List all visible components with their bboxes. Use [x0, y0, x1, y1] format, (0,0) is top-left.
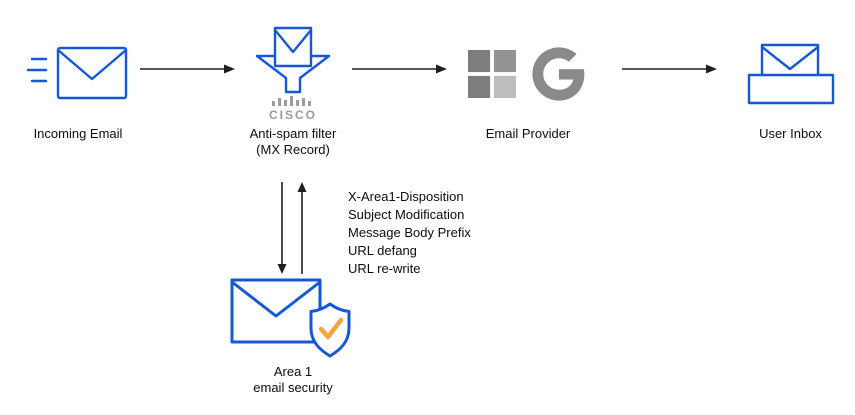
flow-arrow-1 [140, 62, 235, 80]
annotation-line: X-Area1-Disposition [348, 189, 464, 204]
user-inbox-label: User Inbox [759, 126, 822, 141]
up-down-arrows-icon [277, 182, 307, 274]
up-arrow-head [297, 182, 307, 192]
area1-label: Area 1 [273, 364, 313, 379]
annotation-line: Subject Modification [348, 207, 465, 222]
user-inbox-icon [747, 43, 834, 105]
right-arrow-icon [140, 64, 235, 74]
google-logo-icon [532, 47, 585, 101]
anti-spam-filter-icon: CISCO [255, 26, 331, 122]
microsoft-logo-icon [468, 50, 516, 98]
area1-sublabel: email security [253, 380, 333, 395]
incoming-email-label: Incoming Email [33, 126, 123, 141]
email-provider-label: Email Provider [485, 126, 571, 141]
right-arrow-icon [622, 64, 717, 74]
checkmark-icon [318, 317, 344, 340]
annotation-line: Message Body Prefix [348, 225, 471, 240]
flow-arrow-3 [622, 62, 717, 80]
user-inbox-node: User Inbox [718, 24, 855, 142]
annotation-line: URL defang [348, 243, 417, 258]
down-arrow-head [277, 264, 287, 274]
area1-security-node: Area 1 email security [223, 276, 363, 396]
annotation-line: URL re-write [348, 261, 421, 276]
shield-icon [309, 302, 351, 358]
anti-spam-label: Anti-spam filter [249, 126, 337, 141]
anti-spam-sublabel: (MX Record) [256, 142, 330, 157]
area1-email-security-icon [230, 278, 351, 358]
cisco-wordmark: CISCO [269, 108, 317, 122]
cisco-logo: CISCO [269, 96, 317, 122]
right-arrow-icon [352, 64, 447, 74]
incoming-email-icon [26, 46, 128, 100]
anti-spam-node: CISCO Anti-spam filter (MX Record) [223, 24, 363, 158]
email-provider-node: Email Provider [450, 24, 606, 142]
modification-annotations: X-Area1-Disposition Subject Modification… [348, 188, 471, 278]
flow-arrow-2 [352, 62, 447, 80]
bidirectional-arrows [272, 182, 312, 279]
inbox-tray [747, 73, 834, 105]
incoming-email-node: Incoming Email [8, 24, 148, 142]
